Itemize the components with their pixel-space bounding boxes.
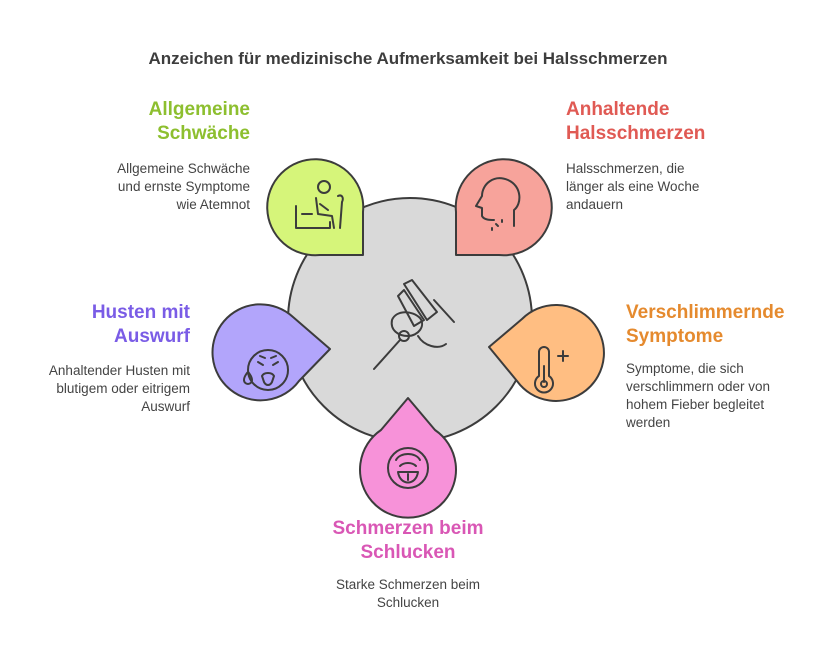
desc-allgemeine-schwaeche: Allgemeine Schwäche und ernste Symptome … xyxy=(117,161,250,212)
heading-schmerzen-beim-schlucken: Schmerzen beim Schlucken xyxy=(332,518,484,563)
heading-anhaltende-halsschmerzen: Anhaltende Halsschmerzen xyxy=(566,99,706,144)
heading-verschlimmernde-symptome: Verschlimmernde Symptome xyxy=(626,302,785,347)
thermometer-plus-icon xyxy=(534,346,569,394)
throat-swab-icon xyxy=(373,279,455,370)
desc-husten-mit-auswurf: Anhaltender Husten mit blutigem oder eit… xyxy=(48,363,190,414)
petal-allgemeine-schwaeche[interactable] xyxy=(266,158,365,257)
petal-schmerzen-beim-schlucken[interactable] xyxy=(359,397,457,519)
coughing-face-icon xyxy=(243,349,289,391)
petal-anhaltende-halsschmerzen[interactable] xyxy=(454,158,553,257)
open-mouth-throat-icon xyxy=(387,447,429,489)
elderly-person-cane-icon xyxy=(295,180,344,229)
desc-anhaltende-halsschmerzen: Halsschmerzen, die länger als eine Woche… xyxy=(566,161,700,212)
desc-schmerzen-beim-schlucken: Starke Schmerzen beim Schlucken xyxy=(335,577,481,610)
petal-husten-mit-auswurf[interactable] xyxy=(211,303,331,402)
heading-husten-mit-auswurf: Husten mit Auswurf xyxy=(91,302,190,347)
desc-verschlimmernde-symptome: Symptome, die sich verschlimmern oder vo… xyxy=(626,361,771,430)
heading-allgemeine-schwaeche: Allgemeine Schwäche xyxy=(148,99,250,144)
petal-verschlimmernde-symptome[interactable] xyxy=(488,303,605,402)
sore-throat-head-icon xyxy=(475,177,521,231)
diagram-title: Anzeichen für medizinische Aufmerksamkei… xyxy=(148,49,668,68)
